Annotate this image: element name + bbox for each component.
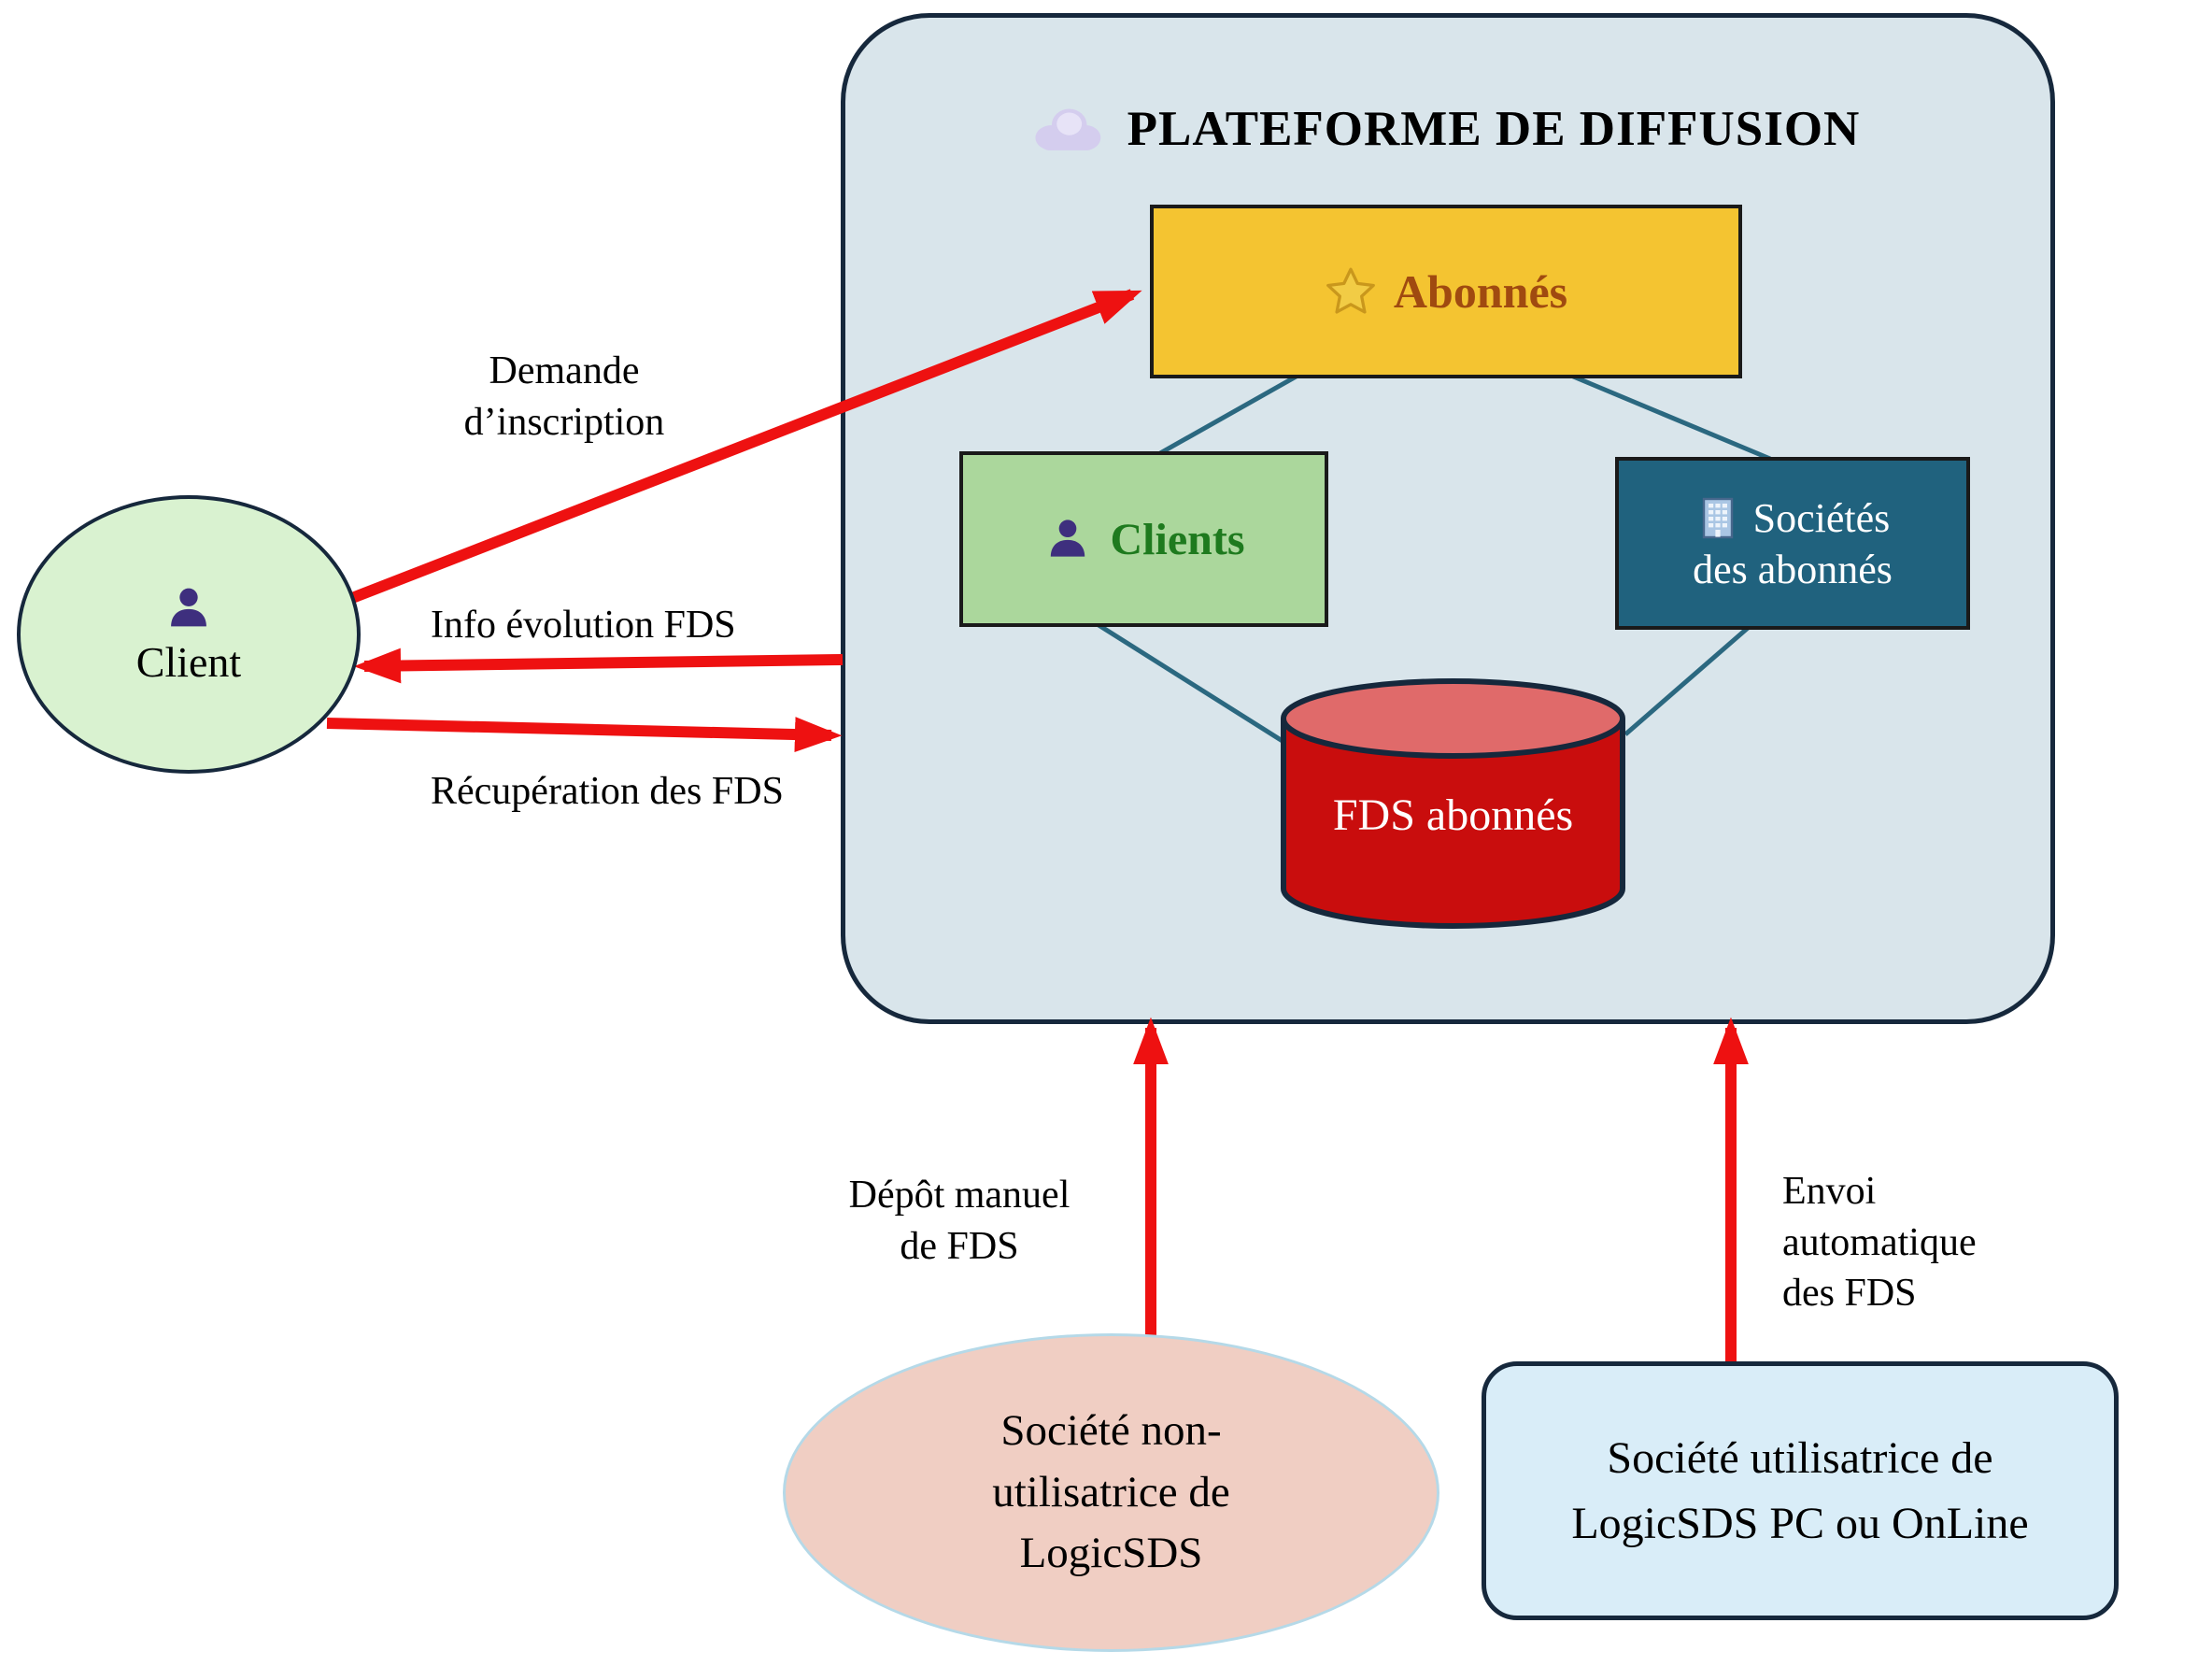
client-ellipse: Client: [17, 495, 361, 774]
societe-utilisatrice-label: Société utilisatrice de LogicSDS PC ou O…: [1571, 1432, 2029, 1548]
label-recuperation-des-fds: Récupération des FDS: [431, 770, 784, 813]
abonnes-box: Abonnés: [1150, 205, 1742, 378]
building-icon: [1695, 495, 1740, 540]
platform-title: PLATEFORME DE DIFFUSION: [1127, 102, 1861, 156]
fds-abonnes-label: FDS abonnés: [1332, 790, 1574, 840]
label-depot-manuel-de-fds: Dépôt manuel de FDS: [848, 1174, 1071, 1268]
database-cylinder: FDS abonnés: [1277, 677, 1629, 933]
person-icon: [163, 583, 214, 634]
clients-box: Clients: [959, 451, 1328, 627]
label-envoi-automatique-des-fds: Envoi automatique des FDS: [1782, 1170, 1977, 1316]
arrow-info-evolution: [353, 648, 844, 684]
person-icon: [1043, 515, 1092, 563]
clients-label: Clients: [1110, 514, 1245, 564]
societes-label-line1-row: Sociétés: [1695, 492, 1891, 544]
platform-header: PLATEFORME DE DIFFUSION: [841, 101, 2046, 157]
star-icon: [1325, 265, 1377, 318]
label-demande-inscription: Demande d’inscription: [463, 349, 665, 444]
societes-label-line2: des abonnés: [1693, 546, 1893, 592]
client-label: Client: [135, 637, 242, 686]
label-info-evolution-fds: Info évolution FDS: [431, 604, 736, 647]
societe-non-utilisatrice-ellipse: Société non- utilisatrice de LogicSDS: [783, 1333, 1439, 1652]
societe-non-utilisatrice-label: Société non- utilisatrice de LogicSDS: [992, 1405, 1230, 1578]
societes-des-abonnes-box: Sociétés des abonnés: [1615, 457, 1970, 630]
abonnes-label: Abonnés: [1393, 265, 1568, 318]
societes-label-line1: Sociétés: [1752, 494, 1891, 541]
arrow-recuperation: [326, 717, 843, 752]
cloud-icon: [1027, 104, 1107, 154]
societe-utilisatrice-box: Société utilisatrice de LogicSDS PC ou O…: [1482, 1361, 2119, 1620]
